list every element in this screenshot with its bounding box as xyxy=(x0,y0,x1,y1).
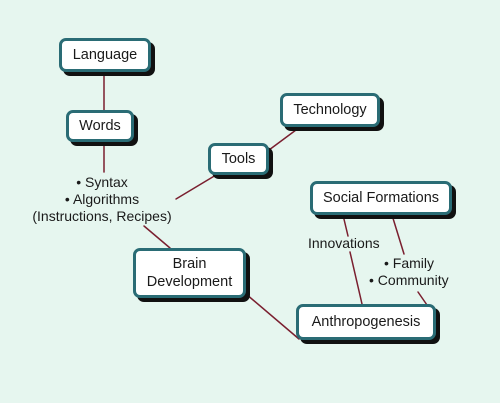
feature-algorithms: • Algorithms xyxy=(64,191,140,207)
node-social-formations-label: Social Formations xyxy=(322,190,440,206)
connector-social-innovations xyxy=(342,214,349,237)
feature-community: • Community xyxy=(369,272,449,288)
node-anthropogenesis-label: Anthropogenesis xyxy=(311,314,421,330)
feature-syntax: • Syntax xyxy=(76,174,128,190)
connector-features-brain xyxy=(143,225,171,249)
node-words-label: Words xyxy=(79,118,121,134)
feature-instructions-recipes: (Instructions, Recipes) xyxy=(32,208,172,224)
connector-features-tools xyxy=(175,174,217,200)
connector-innovations-anthropogenesis xyxy=(349,251,363,305)
node-brain-development[interactable]: Brain Development xyxy=(133,248,246,298)
node-anthropogenesis[interactable]: Anthropogenesis xyxy=(296,304,436,340)
node-tools[interactable]: Tools xyxy=(208,143,269,175)
social-features-label: • Family • Community xyxy=(369,255,449,289)
words-features-label: • Syntax • Algorithms (Instructions, Rec… xyxy=(24,174,180,225)
node-social-formations[interactable]: Social Formations xyxy=(310,181,452,215)
node-tools-label: Tools xyxy=(221,151,256,167)
connector-community-anthropogenesis xyxy=(417,291,428,306)
connector-social-family xyxy=(391,214,405,255)
node-words[interactable]: Words xyxy=(66,110,134,142)
node-development-label: Development xyxy=(146,274,233,290)
node-technology-label: Technology xyxy=(293,102,367,118)
feature-family: • Family xyxy=(384,255,435,271)
connector-brain-anthropogenesis xyxy=(245,293,300,340)
innovations-label: Innovations xyxy=(308,235,380,251)
connector-tools-technology xyxy=(268,126,301,151)
node-technology[interactable]: Technology xyxy=(280,93,380,127)
node-language-label: Language xyxy=(72,47,138,63)
node-brain-label: Brain xyxy=(172,256,207,272)
node-language[interactable]: Language xyxy=(59,38,151,72)
